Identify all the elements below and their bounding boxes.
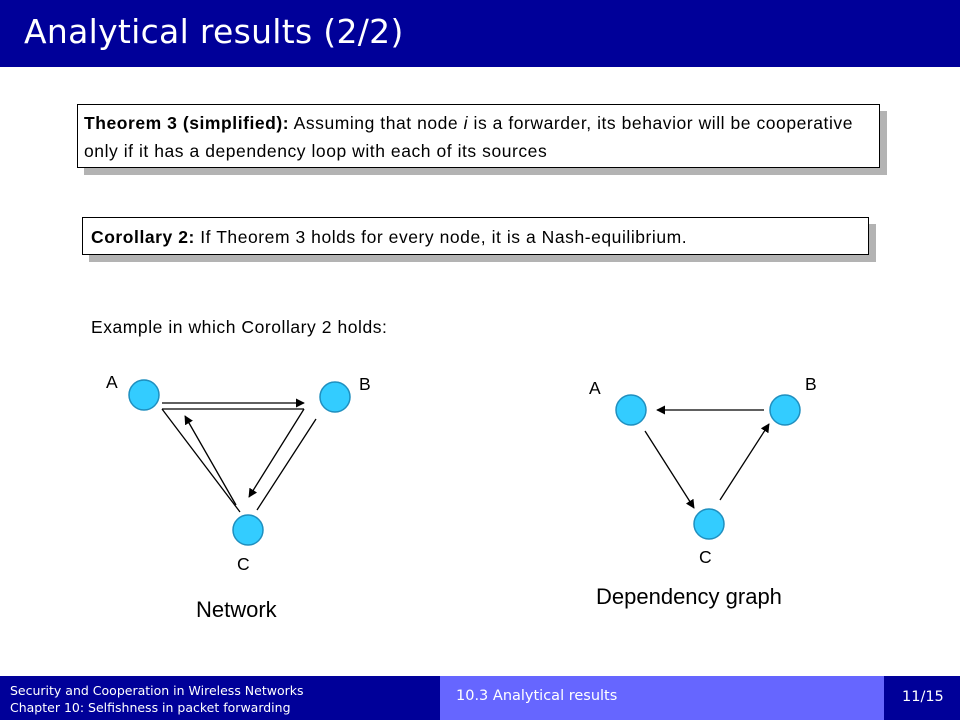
corollary-box: Corollary 2: If Theorem 3 holds for ever… bbox=[82, 217, 869, 255]
network-edge-c-to-a bbox=[184, 415, 237, 506]
footer-section: 10.3 Analytical results bbox=[456, 688, 618, 704]
dependency-node-c bbox=[693, 508, 725, 540]
title-bar bbox=[0, 0, 960, 67]
theorem-variable: i bbox=[463, 113, 469, 133]
network-label-c: C bbox=[237, 554, 250, 574]
network-node-a bbox=[128, 379, 160, 411]
slide-title: Analytical results (2/2) bbox=[24, 12, 404, 51]
network-edge-a-to-c-return bbox=[161, 408, 241, 513]
dependency-label-c: C bbox=[699, 547, 712, 567]
network-caption: Network bbox=[196, 597, 278, 622]
corollary-label: Corollary 2: bbox=[91, 227, 195, 247]
dependency-node-a bbox=[615, 394, 647, 426]
footer-page-panel bbox=[884, 676, 960, 720]
footer-course-panel bbox=[0, 676, 440, 720]
footer-section-panel bbox=[440, 676, 884, 720]
network-edge-b-to-c bbox=[248, 408, 305, 498]
dependency-edge-c-to-b bbox=[719, 423, 770, 501]
corollary-text: If Theorem 3 holds for every node, it is… bbox=[194, 227, 688, 247]
example-text: Example in which Corollary 2 holds: bbox=[91, 317, 388, 337]
network-label-a: A bbox=[106, 372, 118, 392]
theorem-text-part-2: is a forwarder, its behavior will be coo… bbox=[84, 113, 853, 161]
dependency-caption: Dependency graph bbox=[596, 584, 782, 609]
network-diagram: A B C Network bbox=[106, 372, 371, 622]
footer-chapter: Chapter 10: Selfishness in packet forwar… bbox=[10, 700, 291, 715]
theorem-box: Theorem 3 (simplified): Assuming that no… bbox=[77, 104, 880, 168]
network-label-b: B bbox=[359, 374, 371, 394]
dependency-label-b: B bbox=[805, 374, 817, 394]
page-number: 11/15 bbox=[902, 689, 944, 705]
dependency-node-b bbox=[769, 394, 801, 426]
dependency-label-a: A bbox=[589, 378, 601, 398]
theorem-text-part-1: Assuming that node bbox=[289, 113, 464, 133]
theorem-label: Theorem 3 (simplified): bbox=[84, 113, 290, 133]
dependency-edge-a-to-c bbox=[644, 430, 695, 509]
network-node-b bbox=[319, 381, 351, 413]
dependency-graph-diagram: A B C Dependency graph bbox=[589, 374, 817, 609]
footer-course: Security and Cooperation in Wireless Net… bbox=[10, 683, 304, 698]
network-node-c bbox=[232, 514, 264, 546]
network-edge-c-to-a-return bbox=[256, 418, 317, 511]
